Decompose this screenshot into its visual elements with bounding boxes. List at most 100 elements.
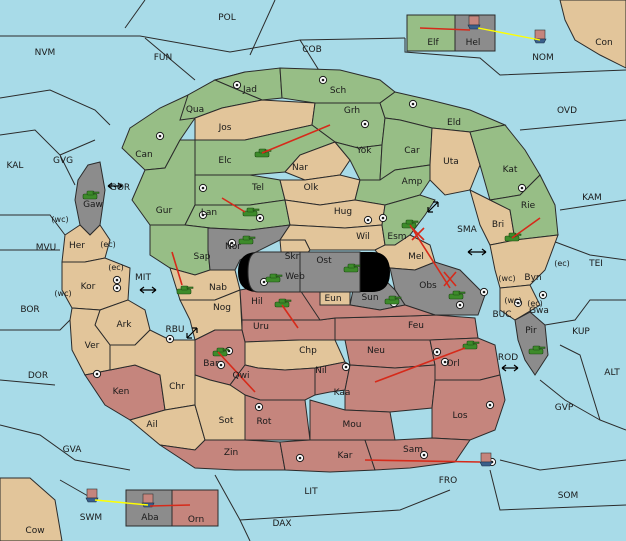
province-ost[interactable]: [299, 251, 361, 293]
move-arrow-icon: [217, 351, 256, 393]
land-label-aba: Aba: [141, 513, 158, 523]
supply-center-dot: [235, 83, 239, 87]
supply-center-dot: [230, 241, 234, 245]
supply-center-dot: [516, 301, 520, 305]
sea-label-buc: BUC: [492, 310, 511, 320]
supply-center-dot: [321, 78, 325, 82]
supply-center-dot: [520, 186, 524, 190]
land-label-los: Los: [452, 411, 467, 421]
supply-center-dot: [201, 213, 205, 217]
supply-center-dot: [488, 403, 492, 407]
tank-icon[interactable]: [274, 298, 292, 308]
province-los[interactable]: [431, 374, 506, 441]
tank-icon[interactable]: [82, 190, 100, 200]
province-tel[interactable]: [194, 174, 286, 206]
land-label-gaw: Gaw: [83, 200, 103, 210]
land-label-tel: Tel: [251, 183, 264, 193]
sea-label-nom: NOM: [532, 53, 554, 63]
tan-territory: [61, 224, 243, 451]
sea-label-kam: KAM: [582, 193, 602, 203]
land-label-hil: Hil: [251, 297, 263, 307]
land-label-eun: Eun: [324, 294, 341, 304]
land-label-nog: Nog: [213, 303, 231, 313]
land-label-ark: Ark: [116, 320, 132, 330]
land-label-amp: Amp: [402, 177, 423, 187]
supply-centers: [92, 75, 548, 467]
province-con[interactable]: [559, 0, 626, 69]
province-orn[interactable]: [171, 489, 219, 527]
land-label-sap: Sap: [194, 252, 211, 262]
tank-icon[interactable]: [242, 207, 260, 217]
sea-label-fro: FRO: [439, 476, 458, 486]
land-label-orl: Orl: [446, 359, 459, 369]
province-rot[interactable]: [244, 394, 311, 441]
tank-icon[interactable]: [462, 340, 480, 350]
land-label-sam: Sam: [403, 445, 423, 455]
sea-label-kup: KUP: [572, 327, 590, 337]
move-arrow-icon: [511, 217, 541, 239]
double-arrow-icon: [139, 286, 157, 294]
sea-label-sma: SMA: [457, 225, 477, 235]
land-label-ail: Ail: [146, 420, 157, 430]
sea-label-pol: POL: [218, 13, 236, 23]
tank-icon[interactable]: [448, 290, 466, 300]
land-label-uta: Uta: [443, 157, 459, 167]
fleet-icon[interactable]: [467, 15, 481, 30]
move-arrow-icon: [281, 304, 299, 329]
fleet-icon[interactable]: [479, 452, 493, 467]
province-pir[interactable]: [514, 311, 549, 376]
province-mou[interactable]: [309, 399, 396, 441]
sea-label-mvu: MVU: [36, 243, 57, 253]
sea-label-gva: GVA: [63, 445, 83, 455]
move-arrow-icon: [419, 27, 471, 31]
island-south: [125, 489, 219, 527]
tank-icon[interactable]: [176, 285, 194, 295]
fleet-icon[interactable]: [533, 29, 547, 44]
tank-icon[interactable]: [528, 345, 546, 355]
province-elf[interactable]: [406, 14, 456, 52]
coast-label-gwa-wc: (wc): [504, 296, 521, 305]
coast-label-byn-wc: (wc): [498, 274, 515, 283]
sea-label-swm: SWM: [80, 513, 102, 523]
supply-center-dot: [363, 122, 367, 126]
supply-center-dot: [541, 293, 545, 297]
land-label-bar: Bar: [203, 359, 219, 369]
sea-label-con: Con: [595, 38, 613, 48]
supply-center-dot: [168, 337, 172, 341]
tank-icon[interactable]: [343, 263, 361, 273]
sea-label-kal: KAL: [7, 161, 24, 171]
supply-center-dot: [443, 360, 447, 364]
sea-label-bor: BOR: [20, 305, 39, 315]
land-label-bri: Bri: [492, 220, 504, 230]
supply-center-dot: [411, 102, 415, 106]
province-kaa[interactable]: [344, 364, 436, 413]
province-nor[interactable]: [207, 224, 292, 271]
land-label-qwi: Qwi: [233, 371, 250, 381]
land-label-kat: Kat: [503, 165, 518, 175]
tank-icon[interactable]: [384, 295, 402, 305]
land-label-qua: Qua: [186, 105, 204, 115]
tank-icon[interactable]: [401, 219, 419, 229]
fleet-icon[interactable]: [85, 488, 99, 503]
province-byn[interactable]: [489, 234, 559, 289]
sea-label-dax: DAX: [272, 519, 291, 529]
supply-center-dot: [115, 286, 119, 290]
tank-icon[interactable]: [238, 235, 256, 245]
land-label-mel: Mel: [408, 252, 424, 262]
supply-center-dot: [158, 134, 162, 138]
land-label-uru: Uru: [253, 322, 269, 332]
land-label-neu: Neu: [367, 346, 385, 356]
tank-icon[interactable]: [265, 273, 283, 283]
land-label-elc: Elc: [218, 156, 231, 166]
land-label-gur: Gur: [156, 206, 173, 216]
double-arrow-icon: [501, 364, 519, 372]
double-arrow-icon: [427, 201, 439, 213]
sea-label-dor: DOR: [28, 371, 48, 381]
province-kar[interactable]: [279, 439, 376, 473]
land-label-lan: Lan: [201, 208, 217, 218]
province-cow[interactable]: [0, 477, 63, 541]
double-arrow-icon: [107, 182, 123, 190]
province-feu[interactable]: [334, 314, 479, 341]
